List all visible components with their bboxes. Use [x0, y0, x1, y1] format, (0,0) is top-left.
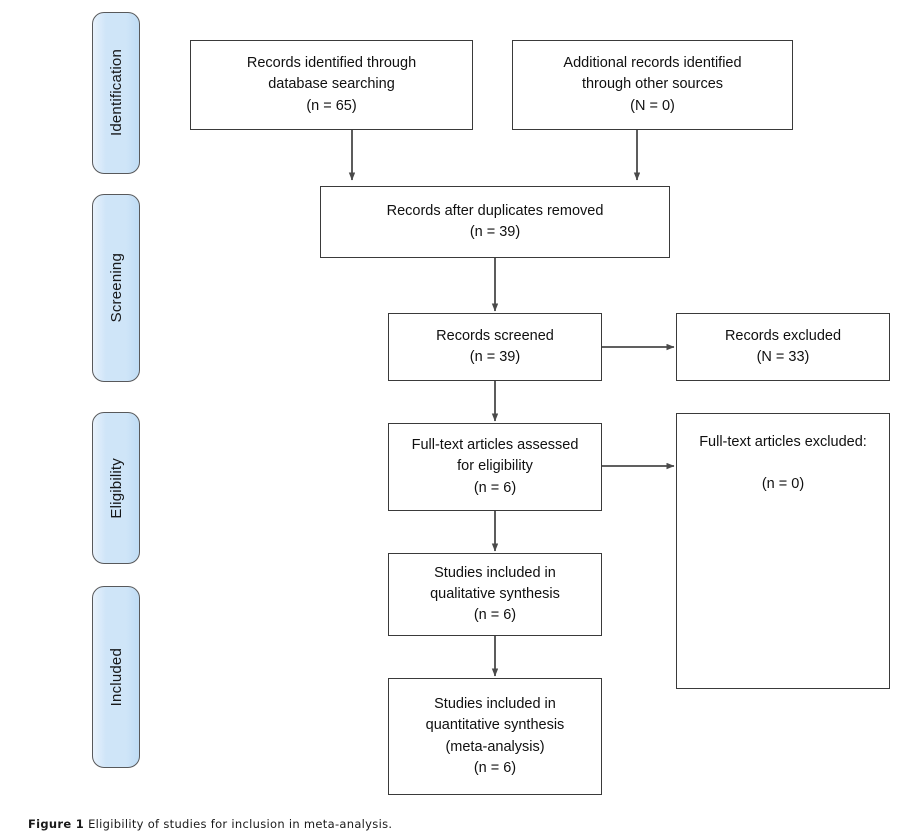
figure-caption-text: Eligibility of studies for inclusion in … [88, 817, 393, 831]
box-qualitative-synthesis: Studies included in qualitative synthesi… [388, 553, 602, 636]
box-duplicates-removed: Records after duplicates removed (n = 39… [320, 186, 670, 258]
stage-pill-identification: Identification [92, 12, 140, 174]
box-additional-records-text: Additional records identified through ot… [563, 55, 742, 114]
box-fulltext-excluded-text: Full-text articles excluded: (n = 0) [699, 434, 867, 493]
box-quantitative-synthesis: Studies included in quantitative synthes… [388, 678, 602, 795]
stage-label-screening: Screening [107, 253, 125, 323]
stage-pill-eligibility: Eligibility [92, 412, 140, 564]
box-fulltext-assessed: Full-text articles assessed for eligibil… [388, 423, 602, 511]
box-fulltext-excluded: Full-text articles excluded: (n = 0) [676, 413, 890, 689]
box-fulltext-assessed-text: Full-text articles assessed for eligibil… [411, 437, 579, 496]
stage-label-included: Included [107, 647, 125, 707]
stage-pill-screening: Screening [92, 194, 140, 382]
stage-pill-included: Included [92, 586, 140, 768]
box-records-excluded: Records excluded (N = 33) [676, 313, 890, 381]
box-records-excluded-text: Records excluded (N = 33) [724, 327, 842, 365]
stage-label-identification: Identification [107, 49, 125, 137]
box-records-screened-text: Records screened (n = 39) [436, 327, 554, 365]
box-qualitative-synthesis-text: Studies included in qualitative synthesi… [430, 564, 560, 623]
box-records-identified-text: Records identified through database sear… [246, 55, 417, 114]
box-duplicates-removed-text: Records after duplicates removed (n = 39… [386, 202, 604, 240]
box-records-screened: Records screened (n = 39) [388, 313, 602, 381]
box-additional-records: Additional records identified through ot… [512, 40, 793, 130]
box-records-identified: Records identified through database sear… [190, 40, 473, 130]
figure-caption-number: Figure 1 [28, 817, 85, 831]
stage-label-eligibility: Eligibility [107, 457, 125, 519]
box-quantitative-synthesis-text: Studies included in quantitative synthes… [425, 696, 565, 776]
